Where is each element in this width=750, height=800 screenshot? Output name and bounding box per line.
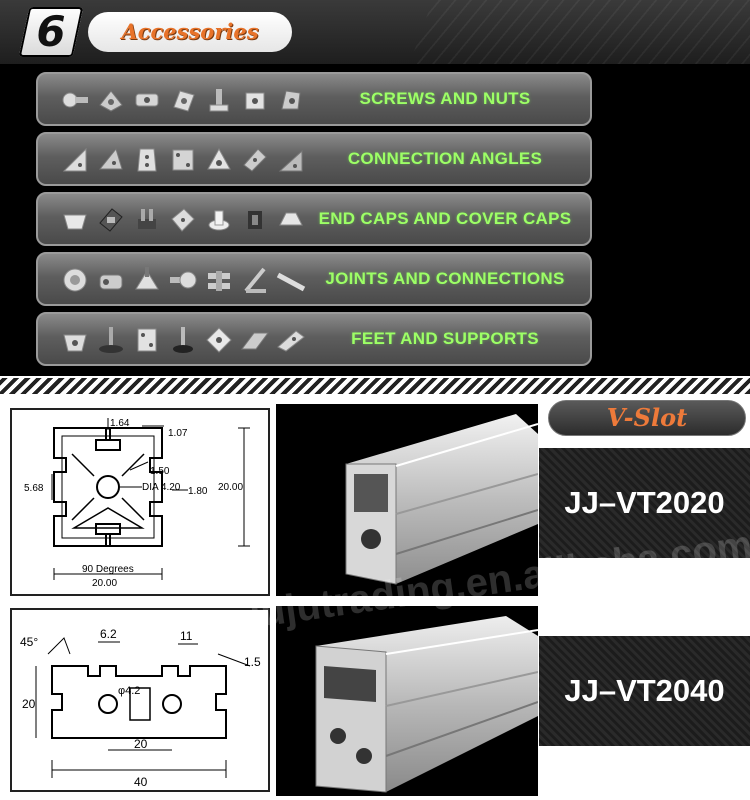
dim-label: 90 Degrees <box>82 564 134 575</box>
accessory-row-feet: FEET AND SUPPORTS <box>36 312 592 366</box>
vslot-label: V-Slot <box>606 403 688 432</box>
accessory-label: CONNECTION ANGLES <box>347 149 543 168</box>
vt2020-photo <box>276 404 538 596</box>
angle-bracket-icon <box>60 142 330 178</box>
accessory-label: JOINTS AND CONNECTIONS <box>325 269 565 288</box>
end-cap-icon <box>60 202 330 238</box>
dim-label: 1.07 <box>168 428 188 439</box>
dim-label: 6.2 <box>100 627 117 641</box>
section-divider <box>0 378 750 394</box>
vt2040-profile-drawing: 45° 6.2 11 1.5 φ4.2 20 20 40 <box>20 627 261 789</box>
dim-label: DIA 4.20 <box>142 482 181 493</box>
vt2040-extrusion-image <box>315 616 538 793</box>
accessory-row-joints: JOINTS AND CONNECTIONS <box>36 252 592 306</box>
dim-label: 1.80 <box>188 486 208 497</box>
foot-support-icon <box>60 322 330 358</box>
vt2020-extrusion-image <box>345 414 538 585</box>
dim-label: 1.5 <box>244 655 261 669</box>
vt2020-profile-drawing: 1.64 1.07 5.68 1.50 DIA 4.20 1.80 20.00 … <box>24 418 250 589</box>
dim-label: 20 <box>22 697 36 711</box>
vt2020-drawing: 1.64 1.07 5.68 1.50 DIA 4.20 1.80 20.00 … <box>10 408 270 596</box>
accessory-row-angles: CONNECTION ANGLES <box>36 132 592 186</box>
dim-label: φ4.2 <box>118 685 140 697</box>
accessories-panel: SCREWS AND NUTS CONNECTION ANGLES END CA… <box>0 64 750 376</box>
vt2040-code-panel <box>539 636 750 746</box>
section-number: 6 <box>36 7 66 56</box>
dim-label: 45° <box>20 635 38 649</box>
vt2020-code: JJ–VT2020 <box>564 485 725 520</box>
dim-label: 1.50 <box>150 466 170 477</box>
joint-icon <box>60 262 330 298</box>
dim-label: 11 <box>180 629 193 643</box>
dim-label: 20.00 <box>92 578 117 589</box>
accessory-label: FEET AND SUPPORTS <box>351 329 539 348</box>
section-title-pill <box>88 12 292 52</box>
accessory-row-caps: END CAPS AND COVER CAPS <box>36 192 592 246</box>
dim-label: 5.68 <box>24 483 44 494</box>
header-decoration <box>399 0 750 64</box>
vt2040-photo <box>276 606 538 796</box>
vt2040-code: JJ–VT2040 <box>564 673 725 708</box>
section-title: Accessories <box>121 19 259 44</box>
vslot-badge <box>548 400 746 436</box>
accessory-row-screws: SCREWS AND NUTS <box>36 72 592 126</box>
dim-label: 1.64 <box>110 418 130 429</box>
dim-label: 20.00 <box>218 482 243 493</box>
dim-label: 40 <box>134 775 148 789</box>
vt2020-code-panel <box>539 448 750 558</box>
accessory-label: END CAPS AND COVER CAPS <box>318 209 572 228</box>
vt2040-drawing: 45° 6.2 11 1.5 φ4.2 20 20 40 <box>10 608 270 792</box>
screw-nut-icon <box>60 82 330 118</box>
dim-label: 20 <box>134 737 148 751</box>
accessory-label: SCREWS AND NUTS <box>359 89 531 108</box>
